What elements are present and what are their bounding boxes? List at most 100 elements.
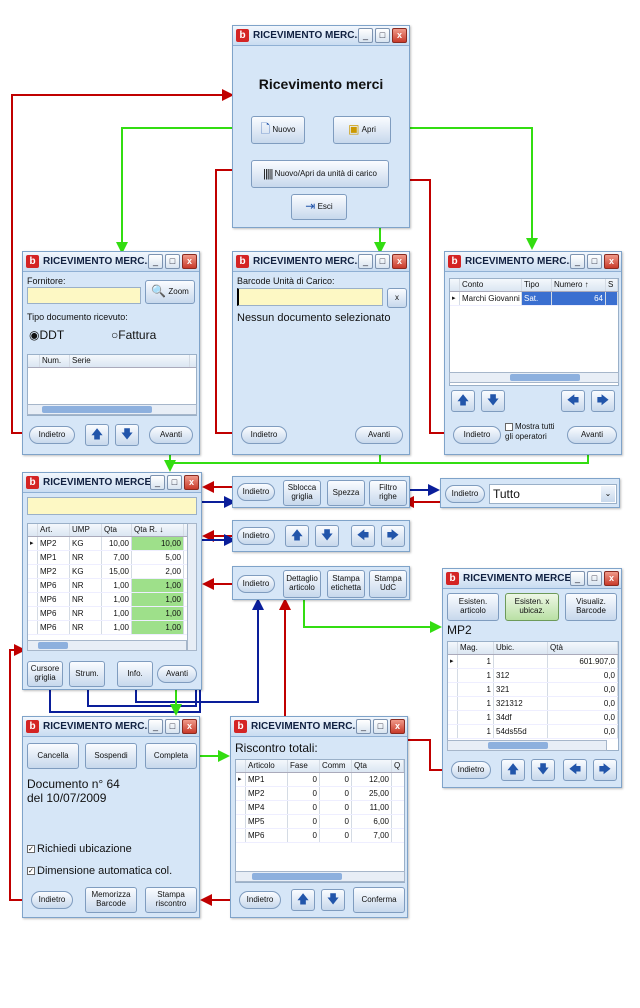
strum-button[interactable]: Strum. — [69, 661, 105, 687]
filtro-righe-button[interactable]: Filtro righe — [369, 480, 407, 506]
dimensione-checkbox[interactable]: ✓Dimensione automatica col. — [27, 865, 173, 877]
minimize-icon[interactable]: _ — [356, 719, 371, 734]
barcode-input[interactable] — [237, 288, 383, 306]
radio-fattura[interactable]: ○Fattura — [111, 328, 157, 342]
indietro-button[interactable]: Indietro — [237, 483, 275, 501]
cursore-griglia-button[interactable]: Cursore griglia — [27, 661, 63, 687]
horizontal-scrollbar[interactable] — [235, 871, 405, 882]
down-button[interactable]: 🡇 — [321, 889, 345, 911]
conferma-button[interactable]: Conferma — [353, 887, 405, 913]
indietro-button[interactable]: Indietro — [237, 527, 275, 545]
clear-button[interactable]: x — [387, 288, 407, 308]
indietro-button[interactable]: Indietro — [453, 426, 501, 444]
richiedi-checkbox[interactable]: ✓Richiedi ubicazione — [27, 843, 132, 855]
close-icon[interactable]: x — [392, 28, 407, 43]
indietro-button[interactable]: Indietro — [241, 426, 287, 444]
minimize-icon[interactable]: _ — [148, 254, 163, 269]
down-button[interactable]: 🡇 — [481, 390, 505, 412]
avanti-button[interactable]: Avanti — [157, 665, 197, 683]
completa-button[interactable]: Completa — [145, 743, 197, 769]
maximize-icon[interactable]: □ — [375, 254, 390, 269]
maximize-icon[interactable]: □ — [587, 254, 602, 269]
minimize-icon[interactable]: _ — [148, 719, 163, 734]
indietro-button[interactable]: Indietro — [451, 761, 491, 779]
apri-button[interactable]: ▣ Apri — [333, 116, 391, 144]
sblocca-griglia-button[interactable]: Sblocca griglia — [283, 480, 321, 506]
memorizza-barcode-button[interactable]: Memorizza Barcode — [85, 887, 137, 913]
maximize-icon[interactable]: □ — [373, 719, 388, 734]
down-button[interactable]: 🡇 — [115, 424, 139, 446]
sospendi-button[interactable]: Sospendi — [85, 743, 137, 769]
radio-ddt[interactable]: ◉DDT — [29, 328, 65, 342]
nuovo-button[interactable]: 🗋 Nuovo — [251, 116, 305, 144]
close-icon[interactable]: x — [604, 571, 619, 586]
minimize-icon[interactable]: _ — [358, 28, 373, 43]
barcode-input[interactable] — [27, 497, 197, 515]
right-button[interactable]: 🡆 — [591, 390, 615, 412]
indietro-button[interactable]: Indietro — [445, 485, 485, 503]
maximize-icon[interactable]: □ — [587, 571, 602, 586]
avanti-button[interactable]: Avanti — [149, 426, 193, 444]
avanti-button[interactable]: Avanti — [355, 426, 403, 444]
left-button[interactable]: 🡄 — [561, 390, 585, 412]
maximize-icon[interactable]: □ — [167, 475, 182, 490]
horizontal-scrollbar[interactable] — [27, 404, 197, 415]
avanti-button[interactable]: Avanti — [567, 426, 617, 444]
down-button[interactable]: 🡇 — [315, 525, 339, 547]
close-icon[interactable]: x — [182, 719, 197, 734]
spezza-button[interactable]: Spezza — [327, 480, 365, 506]
esisten-ubicaz-button[interactable]: Esisten. x ubicaz. — [505, 593, 559, 621]
nuovo-uc-button[interactable]: ||||| Nuovo/Apri da unità di carico — [251, 160, 389, 188]
dettaglio-articolo-button[interactable]: Dettaglio articolo — [283, 570, 321, 598]
minimize-icon[interactable]: _ — [570, 571, 585, 586]
right-button[interactable]: 🡆 — [381, 525, 405, 547]
stampa-udc-button[interactable]: Stampa UdC — [369, 570, 407, 598]
horizontal-scrollbar[interactable] — [449, 372, 619, 383]
maximize-icon[interactable]: □ — [165, 254, 180, 269]
up-button[interactable]: 🡅 — [501, 759, 525, 781]
horizontal-scrollbar[interactable] — [27, 640, 187, 651]
filter-select[interactable]: Tutto⌄ — [489, 484, 617, 504]
zoom-button[interactable]: 🔍 Zoom — [145, 280, 195, 304]
minimize-icon[interactable]: _ — [570, 254, 585, 269]
maximize-icon[interactable]: □ — [165, 719, 180, 734]
up-button[interactable]: 🡅 — [285, 525, 309, 547]
info-button[interactable]: Info. — [117, 661, 153, 687]
left-button[interactable]: 🡄 — [351, 525, 375, 547]
close-icon[interactable]: x — [182, 254, 197, 269]
indietro-button[interactable]: Indietro — [31, 891, 73, 909]
fornitore-input[interactable] — [27, 287, 141, 304]
indietro-button[interactable]: Indietro — [239, 891, 281, 909]
left-button[interactable]: 🡄 — [563, 759, 587, 781]
close-icon[interactable]: x — [390, 719, 405, 734]
mostra-checkbox[interactable]: Mostra tutti gli operatori — [505, 422, 555, 441]
esci-button[interactable]: ⇥ Esci — [291, 194, 347, 220]
up-button[interactable]: 🡅 — [451, 390, 475, 412]
up-button[interactable]: 🡅 — [85, 424, 109, 446]
down-button[interactable]: 🡇 — [531, 759, 555, 781]
stampa-etichetta-button[interactable]: Stampa etichetta — [327, 570, 365, 598]
minimize-icon[interactable]: _ — [358, 254, 373, 269]
